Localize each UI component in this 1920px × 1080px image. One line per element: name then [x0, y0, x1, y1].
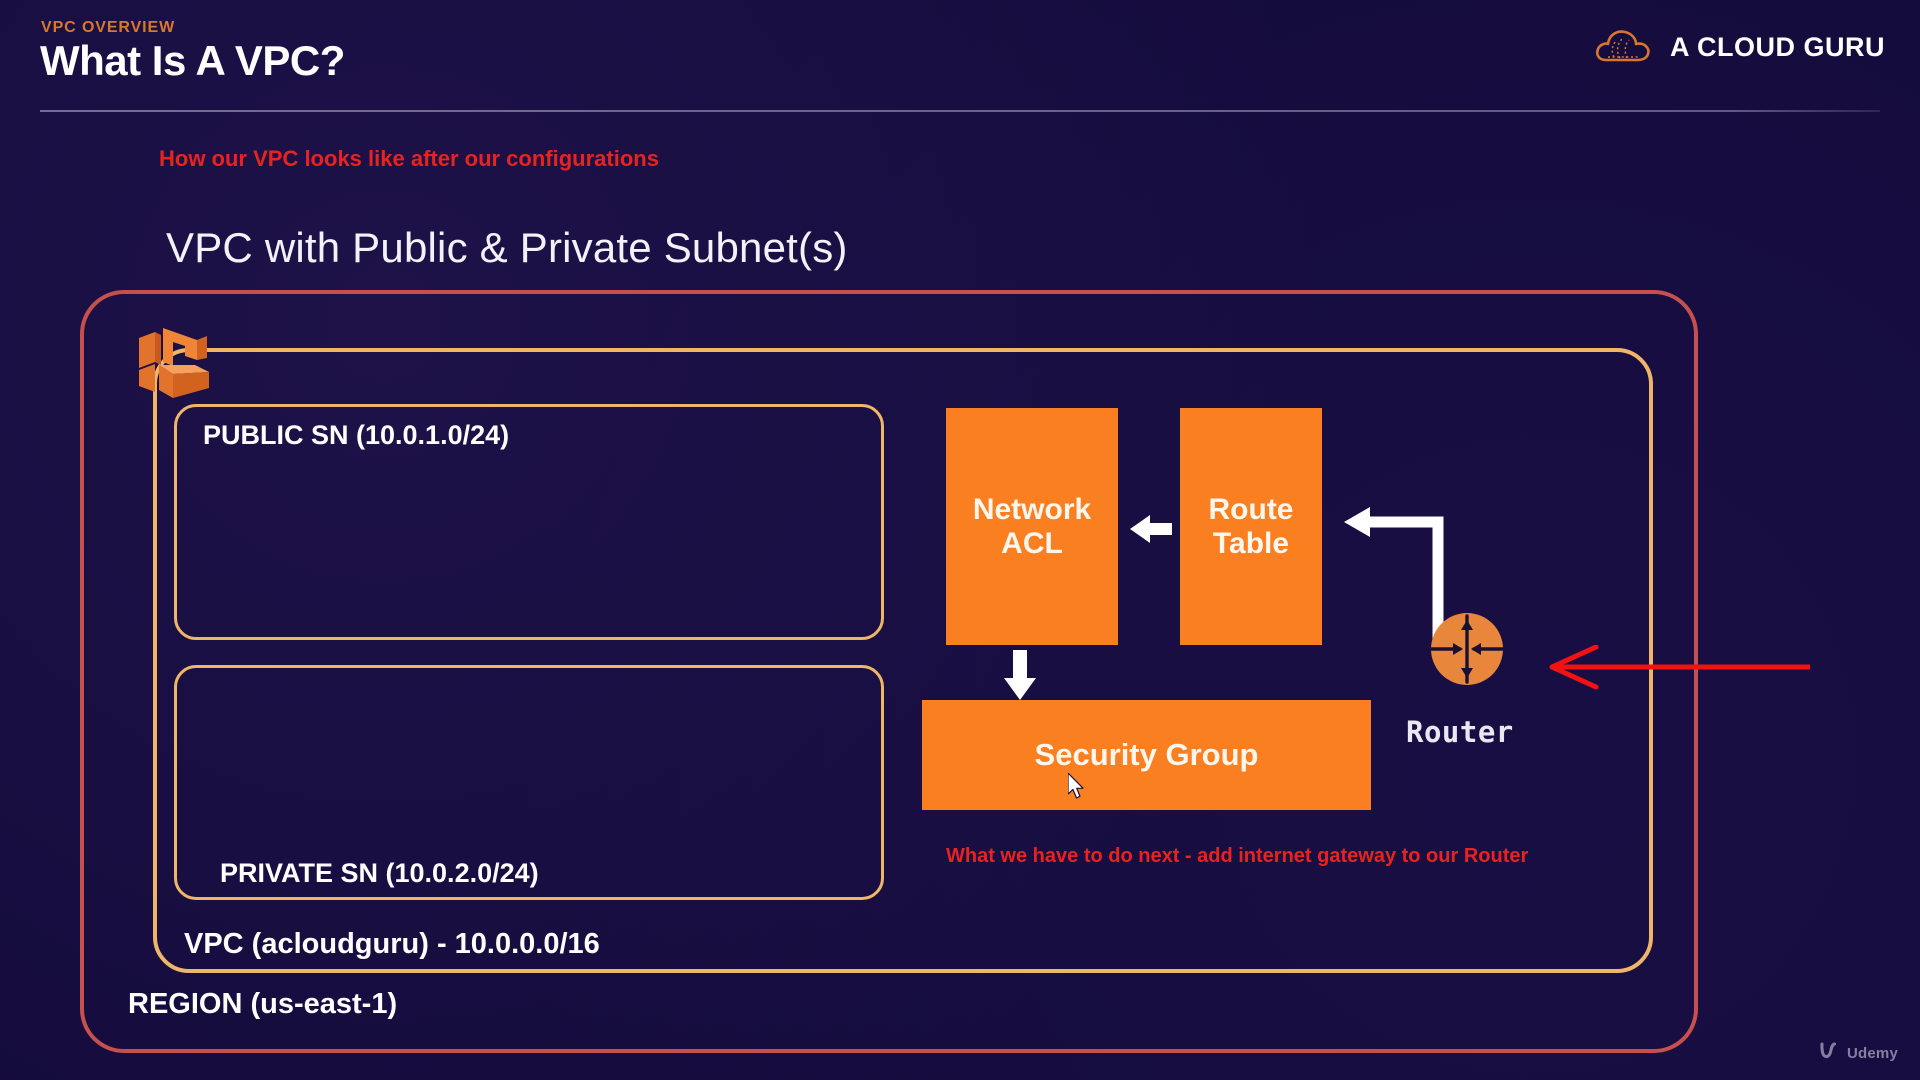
vpc-label: VPC (acloudguru) - 10.0.0.0/16	[184, 928, 600, 960]
page-header: VPC OVERVIEW What Is A VPC? A CLOUD GURU	[0, 0, 1920, 112]
arrow-route-table-to-network-acl-icon	[1130, 510, 1172, 548]
private-subnet-box	[174, 665, 884, 900]
public-subnet-box	[174, 404, 884, 640]
cloud-icon	[1594, 26, 1652, 69]
udemy-watermark-label: Udemy	[1846, 1045, 1898, 1062]
brand-logo: A CLOUD GURU	[1594, 26, 1885, 69]
mouse-cursor-icon	[1067, 772, 1088, 801]
udemy-logo-icon	[1818, 1041, 1840, 1066]
private-subnet-label: PRIVATE SN (10.0.2.0/24)	[220, 858, 539, 888]
arrow-internet-to-router-icon	[1540, 644, 1810, 690]
header-divider	[40, 110, 1880, 112]
security-group-box[interactable]: Security Group	[922, 700, 1371, 810]
router-label: Router	[1406, 715, 1514, 749]
annotation-bottom-note: What we have to do next - add internet g…	[946, 845, 1529, 867]
annotation-top-note: How our VPC looks like after our configu…	[159, 146, 659, 171]
udemy-watermark: Udemy	[1818, 1041, 1898, 1066]
network-acl-box[interactable]: Network ACL	[946, 408, 1118, 645]
aws-vpc-cube-icon	[135, 318, 219, 402]
brand-name: A CLOUD GURU	[1670, 32, 1885, 62]
vpc-boundary-box	[153, 348, 1653, 973]
router-icon[interactable]	[1430, 612, 1504, 686]
public-subnet-label: PUBLIC SN (10.0.1.0/24)	[203, 420, 510, 450]
security-group-label: Security Group	[1034, 736, 1259, 772]
diagram-title: VPC with Public & Private Subnet(s)	[166, 224, 848, 271]
header-eyebrow: VPC OVERVIEW	[41, 19, 176, 36]
region-label: REGION (us-east-1)	[128, 988, 398, 1020]
network-acl-label: Network ACL	[972, 492, 1092, 560]
region-boundary-box	[80, 290, 1698, 1053]
route-table-label: Route Table	[1208, 492, 1294, 560]
route-table-box[interactable]: Route Table	[1180, 408, 1322, 645]
page-title: What Is A VPC?	[40, 37, 345, 84]
arrow-network-acl-to-security-group-icon	[1000, 650, 1040, 700]
